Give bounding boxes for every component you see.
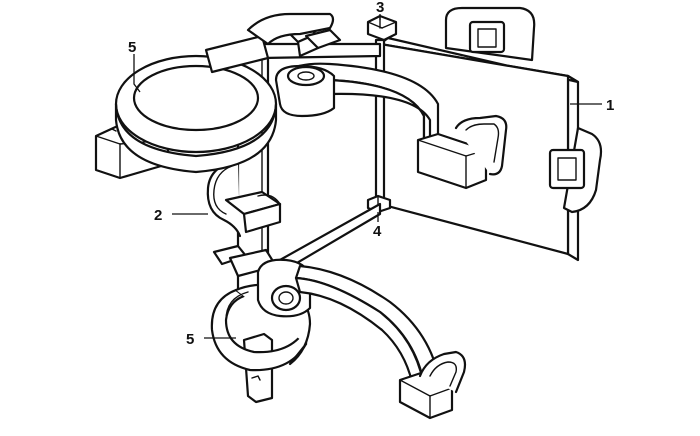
callout-2: 2	[154, 207, 162, 224]
rear-clamp-top	[446, 8, 534, 60]
callout-5-top: 5	[128, 39, 136, 56]
ring-clamp-bottom	[212, 260, 310, 402]
bottom-arched-arm	[296, 266, 465, 418]
callout-5-bottom: 5	[186, 331, 194, 348]
callout-3: 3	[376, 0, 384, 16]
callout-1: 1	[606, 97, 614, 114]
callout-4: 4	[373, 223, 382, 240]
